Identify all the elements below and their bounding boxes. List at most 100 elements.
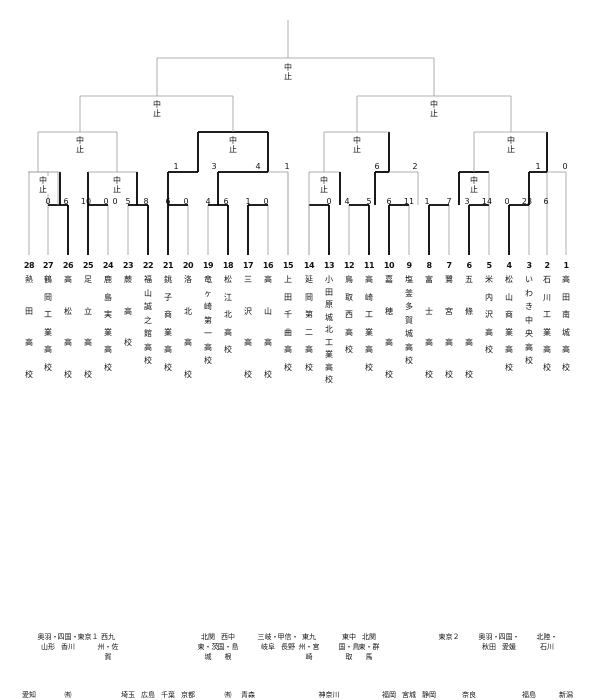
name-char: 業 (104, 327, 112, 337)
name-char: 鳥 (345, 275, 353, 284)
name-char: 第 (305, 310, 313, 319)
name-char: 高 (244, 338, 252, 347)
name-char: 高 (425, 338, 433, 347)
name-char: 校 (44, 362, 52, 372)
name-char: 多 (405, 302, 413, 311)
status-char: 止 (76, 145, 84, 154)
name-char: 高 (124, 306, 132, 316)
prefecture-label: 静岡 (422, 691, 436, 699)
school-name: 鳥取西高校 (344, 274, 354, 357)
name-char: 校 (184, 369, 192, 379)
region-label: 東九州・宮崎 (298, 633, 320, 661)
name-char: 之 (144, 315, 152, 325)
name-char: 山 (505, 292, 513, 302)
school-name: 高松高校 (63, 274, 73, 381)
name-char: 校 (425, 369, 433, 379)
name-char: 福 (144, 275, 152, 284)
name-char: 高 (405, 342, 413, 352)
name-char: 延 (305, 275, 313, 284)
seed-number: 2 (544, 261, 550, 270)
seed-number: 10 (383, 261, 395, 270)
name-char: 業 (543, 327, 551, 337)
match-status-r1_a: 中止 (37, 176, 49, 194)
name-char: 小 (325, 275, 333, 284)
region-label: 西九州・佐賀 (97, 633, 119, 661)
region-label: 東京２ (438, 633, 460, 641)
seed-number: 12 (343, 261, 355, 270)
prefecture-label: 愛知 (22, 691, 36, 699)
name-char: 田 (25, 306, 33, 316)
status-char: 中 (229, 136, 237, 145)
school-name: 高崎工業高校 (364, 274, 374, 374)
name-char: 商 (505, 310, 513, 319)
status-char: 止 (39, 185, 47, 194)
name-char: 高 (264, 275, 272, 284)
seed-number: 25 (82, 261, 94, 270)
seed-number: 13 (323, 261, 335, 270)
score-25: 10 (80, 197, 92, 206)
name-char: 校 (84, 369, 92, 379)
name-char: 高 (64, 275, 72, 284)
score-4: 0 (504, 197, 510, 206)
prefecture-label: 神奈川 (318, 691, 340, 699)
match-status-qf3: 中止 (351, 136, 363, 154)
seed-number: 15 (282, 261, 294, 270)
school-name: 小田原城北工業高校 (324, 274, 334, 387)
score-22: 8 (143, 197, 149, 206)
name-char: 第 (204, 315, 212, 325)
name-char: 上 (284, 275, 292, 284)
prefecture-label: 福島 (522, 691, 536, 699)
school-name: 石川工業高校 (542, 274, 552, 374)
prefecture-label: 新潟 (559, 691, 573, 699)
school-name: 松江北高校 (223, 274, 233, 357)
name-char: 校 (305, 362, 313, 372)
school-name: 高山高校 (263, 274, 273, 381)
name-char: 洛 (184, 275, 192, 284)
name-char: 校 (104, 362, 112, 372)
name-char: 蕨 (124, 275, 132, 284)
school-name: 蕨高校 (123, 274, 133, 350)
status-char: 中 (430, 100, 438, 109)
school-name: 三沢高校 (243, 274, 253, 381)
score-24: 0 (103, 197, 109, 206)
name-char: 校 (385, 369, 393, 379)
name-char: 石 (543, 275, 551, 284)
name-char: 校 (124, 338, 132, 347)
school-name: 延岡第二高校 (304, 274, 314, 374)
name-char: 竜 (204, 275, 212, 284)
score-r2-15: 1 (284, 162, 290, 171)
name-char: 城 (562, 327, 570, 337)
name-char: 高 (562, 275, 570, 284)
name-char: 工 (44, 310, 52, 319)
seed-number: 22 (142, 261, 154, 270)
status-char: 中 (153, 100, 161, 109)
seed-number: 6 (466, 261, 472, 270)
name-char: 岡 (44, 292, 52, 302)
score-r2-17: 4 (255, 162, 261, 171)
status-char: 止 (284, 72, 292, 81)
name-char: 松 (64, 306, 72, 316)
name-char: 校 (405, 356, 413, 365)
status-char: 中 (284, 63, 292, 72)
name-char: 沢 (485, 310, 493, 319)
score-12: 4 (344, 197, 350, 206)
seed-number: 11 (363, 261, 375, 270)
name-char: 高 (345, 327, 353, 337)
score-6: 3 (464, 197, 470, 206)
status-char: 止 (470, 185, 478, 194)
name-char: 五 (465, 275, 473, 284)
name-char: 校 (505, 362, 513, 372)
seed-number: 23 (122, 261, 134, 270)
name-char: 子 (164, 292, 172, 302)
name-char: 取 (345, 292, 353, 302)
name-char: 高 (385, 338, 393, 347)
name-char: 館 (144, 329, 152, 338)
name-char: 校 (224, 345, 232, 354)
